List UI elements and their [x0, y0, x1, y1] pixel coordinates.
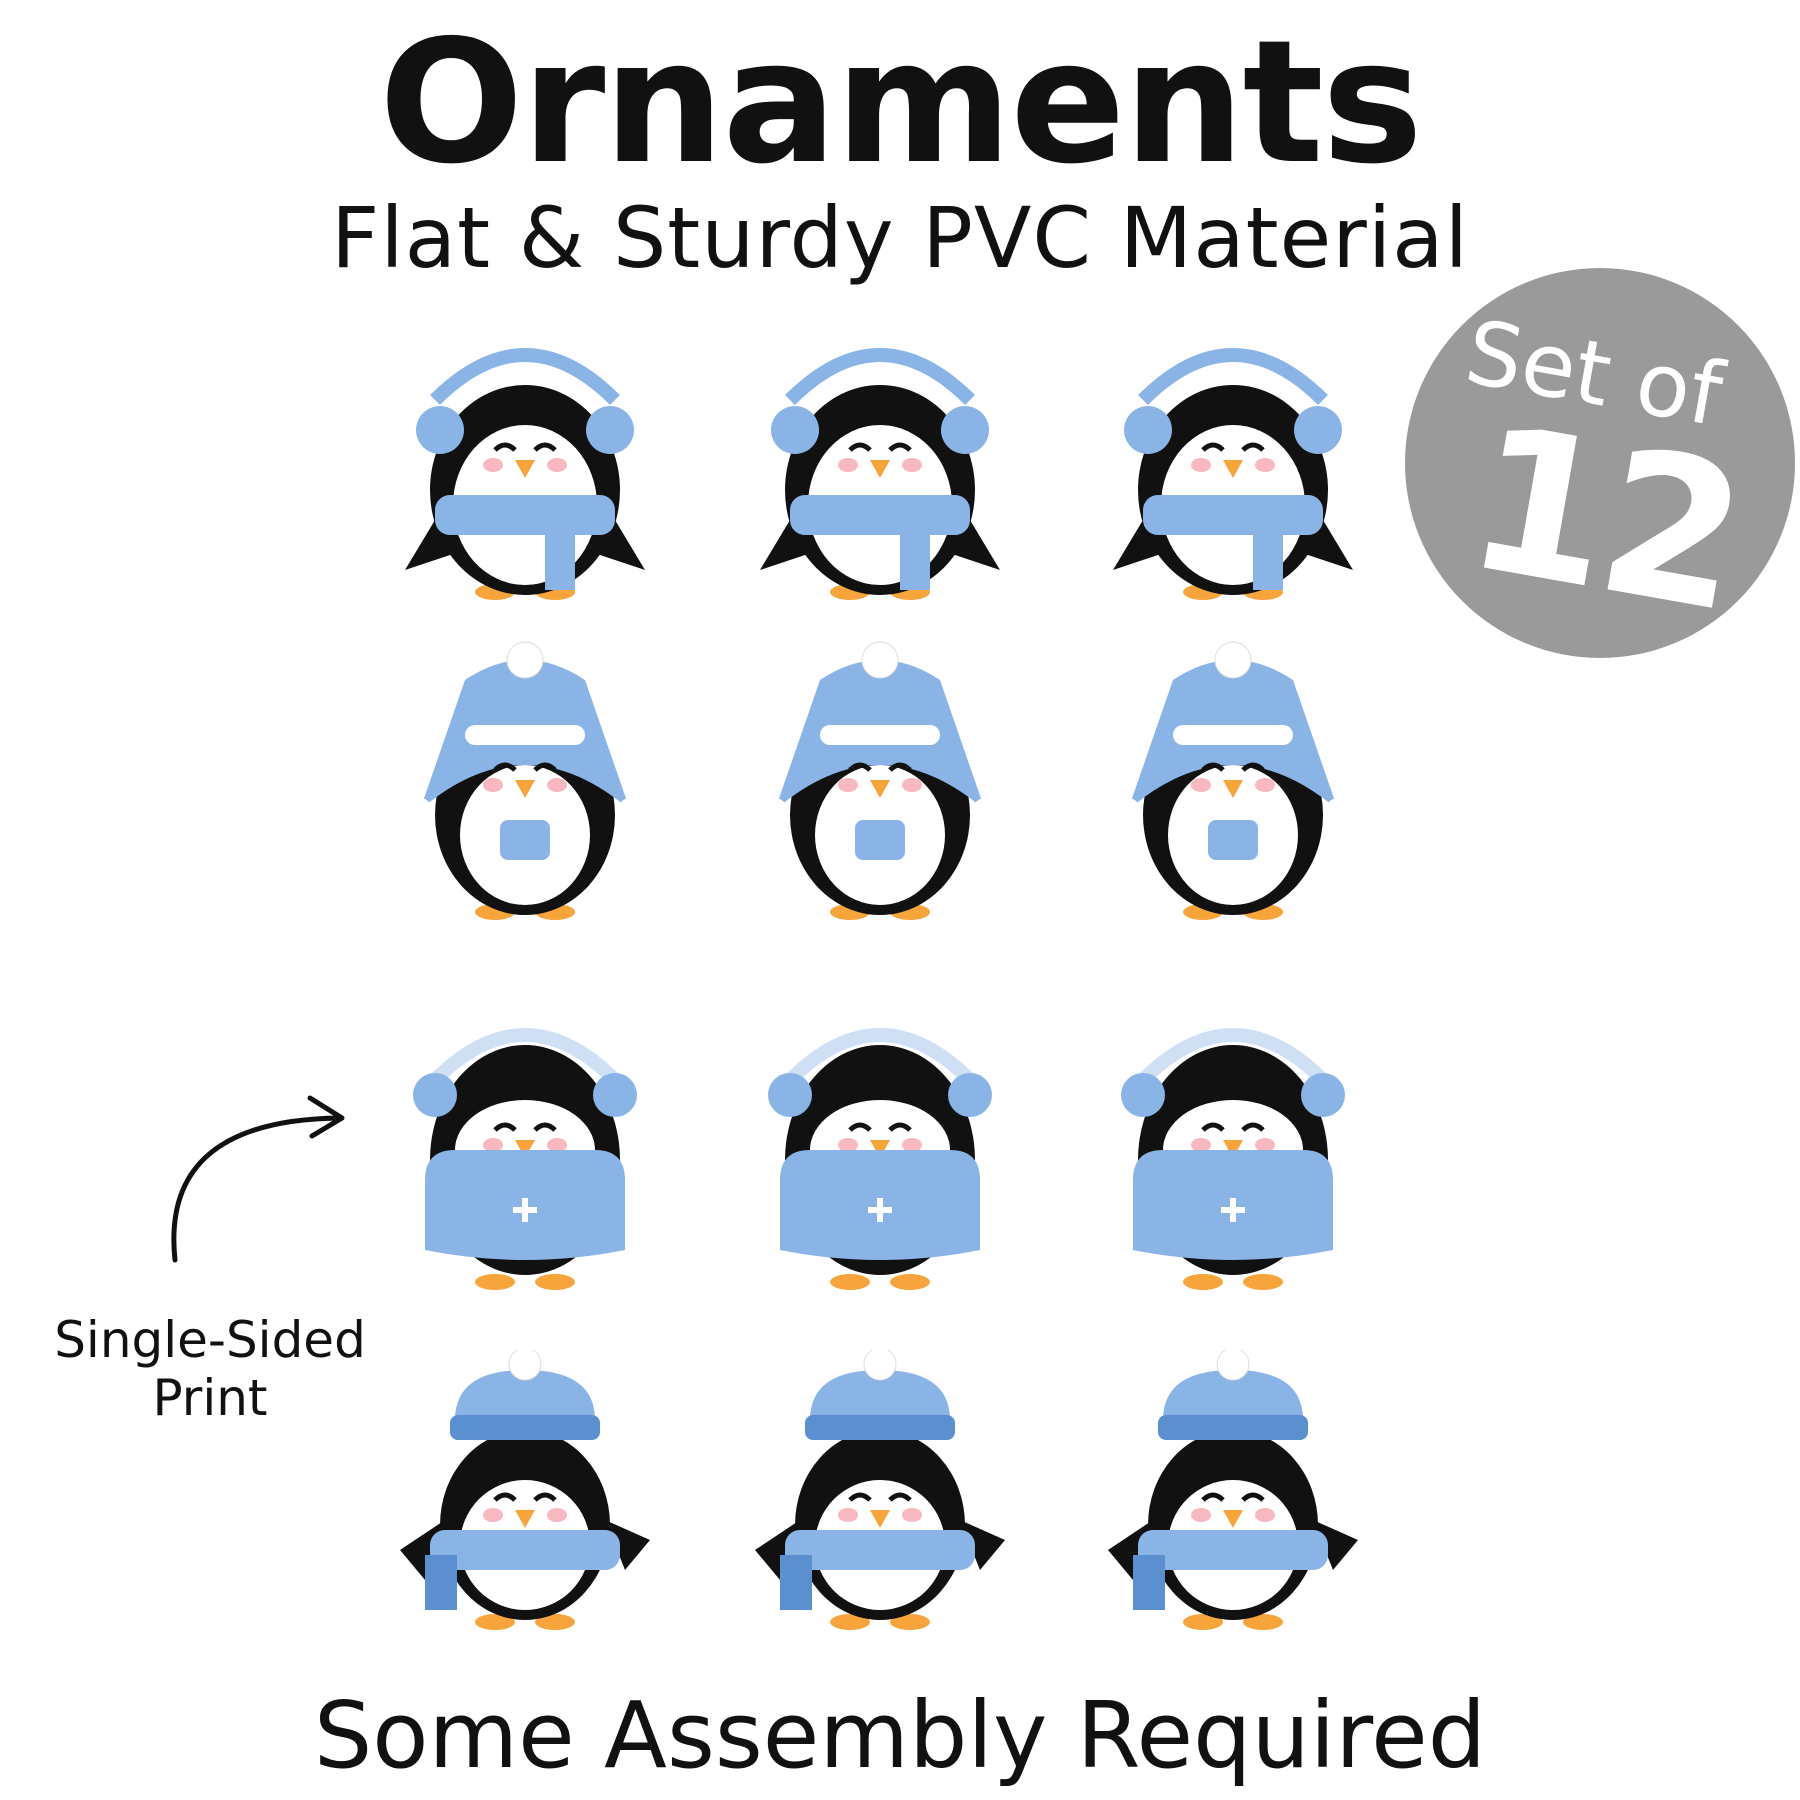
set-count-badge: Set of 12 [1405, 268, 1795, 658]
note-line-2: Print [152, 1368, 268, 1427]
penguin-ornament-earmuffs-scarf [750, 320, 1010, 610]
penguin-ornament-beanie-scarf [395, 1350, 655, 1640]
penguin-ornament-beanie-scarf [1103, 1350, 1363, 1640]
penguin-ornament-earmuffs-scarf [395, 320, 655, 610]
penguin-ornament-hat-cocoa [395, 640, 655, 930]
penguin-ornament-hat-cocoa [1103, 640, 1363, 930]
curved-arrow-icon [171, 1095, 345, 1263]
note-line-1: Single-Sided [54, 1311, 366, 1369]
penguin-ornament-earmuffs-scarf [1103, 320, 1363, 610]
penguin-ornament-earmuffs-sweater [395, 1010, 655, 1300]
penguin-ornament-earmuffs-sweater [1103, 1010, 1363, 1300]
subtitle: Flat & Sturdy PVC Material [331, 189, 1469, 287]
penguin-ornament-earmuffs-sweater [750, 1010, 1010, 1300]
badge-count: 12 [1452, 381, 1756, 657]
single-sided-note: Single-Sided Print [40, 1311, 380, 1427]
page-title: Ornaments [378, 4, 1423, 202]
footer-text: Some Assembly Required [313, 1682, 1487, 1789]
penguin-ornament-hat-cocoa [750, 640, 1010, 930]
penguin-ornament-beanie-scarf [750, 1350, 1010, 1640]
